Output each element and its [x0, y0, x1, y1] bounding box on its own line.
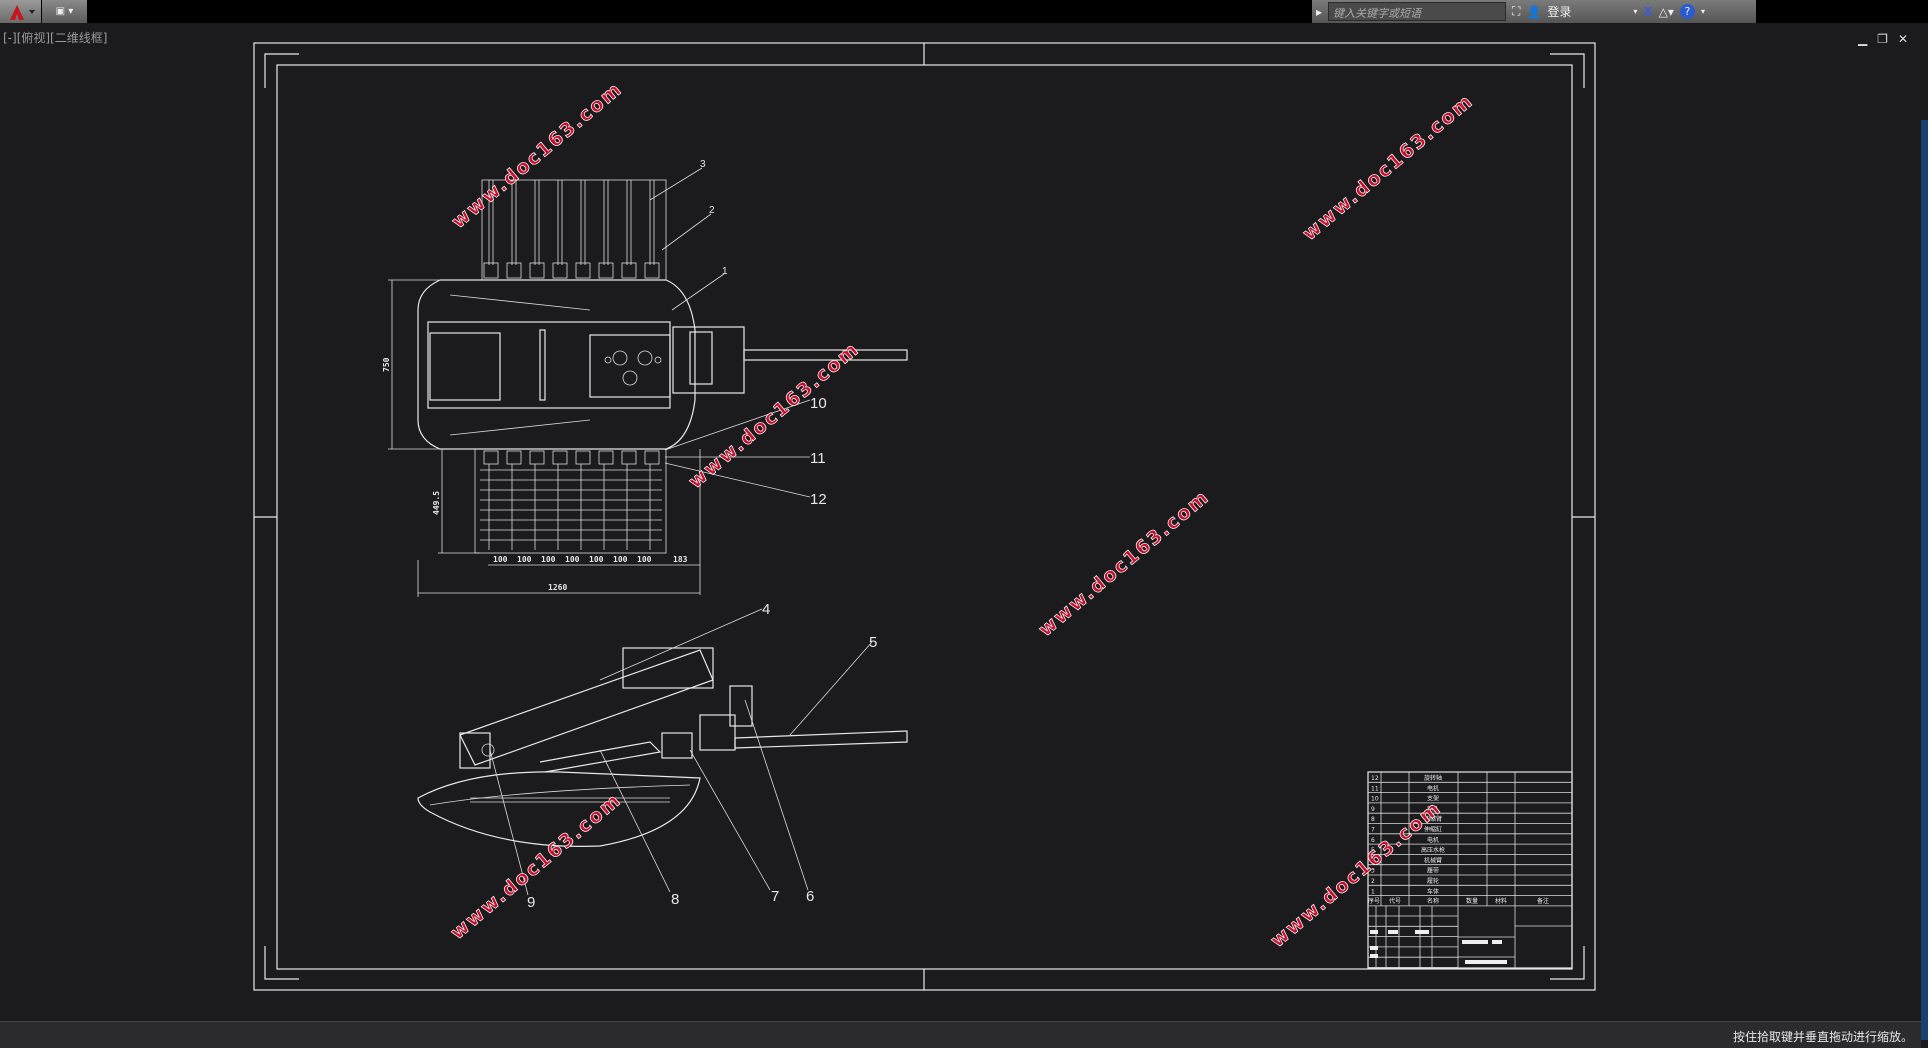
- top-view: 750 449.5 100 100 100 100 100 100 100 18…: [382, 179, 908, 597]
- minimize-icon[interactable]: ▁: [1857, 32, 1868, 46]
- login-dropdown-icon[interactable]: ▾: [1633, 7, 1638, 16]
- parts-row-name: 电机: [1427, 836, 1439, 844]
- callout-2: 2: [709, 205, 715, 216]
- parts-row-name: 伸缩缸: [1424, 826, 1442, 834]
- parts-row-number: 11: [1371, 785, 1379, 792]
- parts-row-number: 4: [1371, 857, 1375, 864]
- application-menu-button[interactable]: [0, 0, 41, 23]
- quick-access-toolbar[interactable]: ▣ ▾: [42, 0, 87, 23]
- help-icon[interactable]: ?: [1679, 4, 1695, 19]
- dimension-pitch: 100: [541, 555, 556, 564]
- viewport-controls-label[interactable]: [-][俯视][二维线框]: [3, 31, 108, 45]
- side-panel-strip[interactable]: [1921, 120, 1928, 1040]
- watermark: www.doc163.com: [1267, 797, 1446, 952]
- status-bar: 按住拾取键并垂直拖动进行缩放。: [0, 1021, 1921, 1048]
- binoculars-icon[interactable]: ⛶: [1512, 4, 1521, 18]
- callout-1: 1: [722, 266, 728, 277]
- help-dropdown-icon[interactable]: ▾: [1700, 7, 1705, 16]
- parts-row-number: 10: [1371, 796, 1379, 803]
- parts-row-name: 高压水枪: [1421, 846, 1445, 854]
- expand-arrow-icon[interactable]: ▸: [1316, 4, 1323, 19]
- parts-header: 名称: [1427, 897, 1439, 905]
- callout-5: 5: [869, 634, 877, 651]
- dimension-pitch: 100: [493, 555, 508, 564]
- save-icon[interactable]: ▣: [55, 6, 66, 17]
- parts-row-name: 车体: [1427, 887, 1439, 895]
- callout-9: 9: [527, 894, 535, 911]
- user-icon: 👤: [1526, 4, 1542, 19]
- callout-6: 6: [806, 888, 814, 905]
- parts-row-name: 支架: [1427, 795, 1439, 803]
- parts-row-number: 3: [1371, 868, 1375, 875]
- parts-header: 备注: [1537, 897, 1549, 905]
- status-message: 按住拾取键并垂直拖动进行缩放。: [1732, 1030, 1913, 1044]
- parts-header: 序号: [1368, 897, 1380, 905]
- callout-3: 3: [700, 159, 706, 170]
- parts-header: 材料: [1495, 897, 1507, 905]
- close-icon[interactable]: ✕: [1897, 32, 1908, 46]
- watermark: www.doc163.com: [685, 338, 864, 493]
- dimension-offset: 183: [673, 555, 688, 564]
- title-bar: ▣ ▾ ▸ 键入关键字或短语 ⛶ 👤 登录 ▾ X △▾ ? ▾: [0, 0, 1928, 23]
- parts-row-number: 2: [1371, 878, 1375, 885]
- parts-row-name: 履轮: [1427, 877, 1439, 885]
- callout-labels: 1 2 3 4 5 6 7 8 9 10 11 12: [527, 159, 877, 911]
- parts-row-name: 机械臂: [1424, 856, 1442, 864]
- exchange-icon[interactable]: X: [1643, 4, 1653, 19]
- parts-row-name: 旋转轴: [1424, 774, 1442, 782]
- parts-row-number: 6: [1371, 837, 1375, 844]
- callout-8: 8: [671, 891, 679, 908]
- centering-marks: [254, 43, 1595, 990]
- login-button[interactable]: 登录: [1547, 5, 1572, 19]
- search-input[interactable]: 键入关键字或短语: [1328, 2, 1507, 21]
- dimension-pitch: 100: [589, 555, 604, 564]
- command-line-area[interactable]: [0, 1048, 1928, 1060]
- parts-row-number: 7: [1371, 827, 1375, 834]
- a360-icon[interactable]: △▾: [1658, 4, 1674, 19]
- dimension-width: 1260: [548, 583, 567, 592]
- parts-row-name: 履带: [1427, 867, 1439, 875]
- callout-7: 7: [771, 888, 779, 905]
- parts-row-number: 1: [1371, 888, 1375, 895]
- parts-row-name: 销孔: [1427, 805, 1439, 813]
- side-view: [417, 647, 908, 847]
- dimension-track-height: 449.5: [432, 491, 441, 515]
- parts-header: 代号: [1389, 897, 1401, 905]
- parts-row-number: 8: [1371, 816, 1375, 823]
- callout-12: 12: [810, 491, 827, 508]
- restore-icon[interactable]: ❐: [1877, 32, 1888, 46]
- watermark: www.doc163.com: [1035, 486, 1214, 641]
- dimension-height: 750: [382, 357, 391, 372]
- callout-4: 4: [762, 601, 770, 618]
- parts-header: 数量: [1466, 897, 1478, 905]
- title-block: 12 旋转轴 11 电机 10 支架 9 销孔 8 伸缩臂 7 伸缩缸 6 电机 5 高压水枪 4 机械臂 3 履带 2…: [1367, 771, 1573, 969]
- parts-row-number: 5: [1371, 847, 1375, 854]
- parts-row-number: 9: [1371, 806, 1375, 813]
- parts-row-name: 伸缩臂: [1424, 815, 1442, 823]
- dimension-pitch: 100: [517, 555, 532, 564]
- watermark: www.doc163.com: [448, 78, 627, 233]
- callout-10: 10: [810, 395, 827, 412]
- dimension-pitch: 100: [637, 555, 652, 564]
- dropdown-chevron-icon[interactable]: ▾: [68, 6, 74, 17]
- callout-11: 11: [810, 450, 826, 467]
- window-controls: ▁ ❐ ✕: [1858, 32, 1908, 46]
- watermarks: www.doc163.com www.doc163.com www.doc163…: [446, 77, 1478, 952]
- parts-row-name: 电机: [1427, 784, 1439, 792]
- dimension-pitch: 100: [613, 555, 628, 564]
- dimension-pitch: 100: [565, 555, 580, 564]
- autocad-logo-icon: [9, 4, 35, 20]
- parts-row-number: 12: [1371, 775, 1379, 782]
- watermark: www.doc163.com: [1299, 90, 1478, 245]
- watermark: www.doc163.com: [447, 789, 626, 944]
- leader-lines: [489, 167, 873, 896]
- infocenter-bar: ▸ 键入关键字或短语 ⛶ 👤 登录 ▾ X △▾ ? ▾: [1312, 0, 1756, 23]
